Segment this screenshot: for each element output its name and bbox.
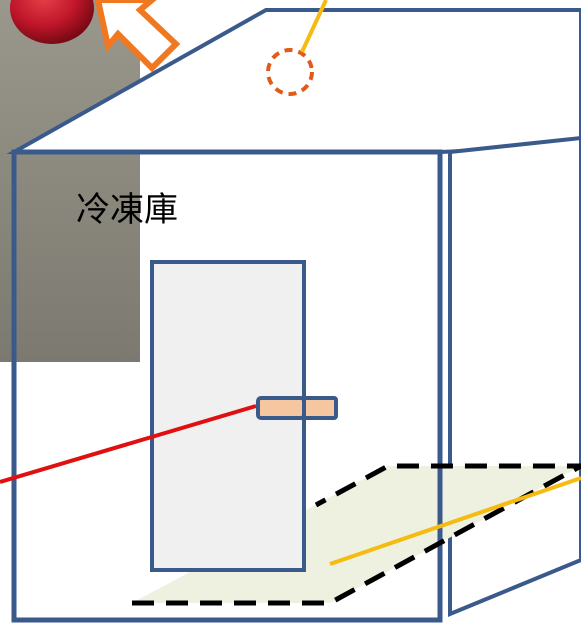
dashed-circle-marker xyxy=(266,48,314,96)
freezer-label: 冷凍庫 xyxy=(76,190,178,230)
sensor-icon xyxy=(256,396,338,420)
freezer-side-face xyxy=(448,135,581,617)
orange-arrow-icon xyxy=(94,0,181,73)
sensor-line xyxy=(0,404,257,484)
leader-line-bottom xyxy=(329,476,581,566)
freezer-front-face xyxy=(11,149,443,623)
leader-line-top xyxy=(300,0,328,53)
red-ball xyxy=(10,0,94,44)
